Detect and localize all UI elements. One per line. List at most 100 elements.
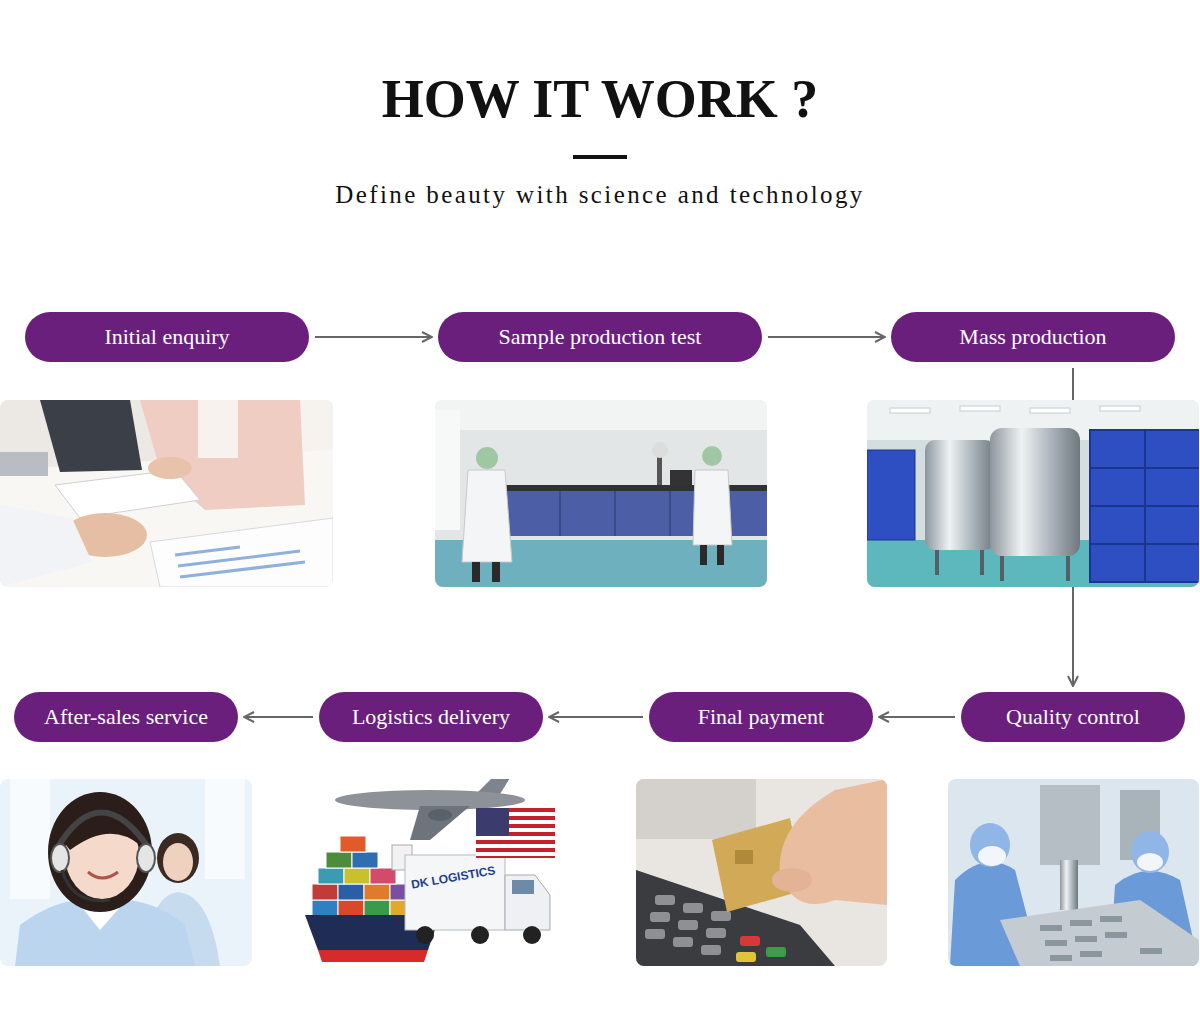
factory-photo-part-part — [1145, 544, 1199, 582]
step-pill: After-sales service — [14, 692, 238, 742]
payment-photo-part — [740, 936, 760, 946]
logistics-photo-part — [318, 950, 428, 962]
flow-arrow — [879, 716, 955, 718]
support-photo-part — [157, 833, 199, 883]
factory-photo-part-part — [980, 550, 984, 575]
support-photo-part — [51, 844, 69, 872]
payment-photo-part — [636, 779, 756, 839]
payment-photo-part — [772, 868, 812, 892]
support-photo-part — [88, 872, 118, 878]
inspection-photo-part-part — [1040, 925, 1062, 931]
payment-photo-part-part — [701, 945, 721, 955]
support-photo-part — [163, 843, 193, 881]
logistics-photo-part — [416, 926, 434, 944]
logistics-photo-part — [410, 806, 470, 840]
meeting-photo-part — [175, 547, 305, 577]
payment-photo-part-part — [645, 929, 665, 939]
factory-photo-part — [867, 400, 1199, 587]
us-flag-part — [476, 808, 509, 836]
inspection-photo-part-part — [1070, 920, 1092, 926]
lab-photo-part — [492, 562, 500, 582]
factory-photo-part-part — [1090, 430, 1145, 468]
factory-photo-part-part — [1090, 468, 1145, 506]
inspection-photo-part-part — [1075, 936, 1097, 942]
inspection-photo — [948, 779, 1199, 966]
logistics-photo-part — [505, 875, 550, 930]
factory-photo-part-part — [1145, 468, 1199, 506]
inspection-photo-part — [1131, 831, 1169, 873]
payment-photo-part — [736, 952, 756, 962]
us-flag — [476, 808, 555, 858]
factory-photo-part-part — [1090, 506, 1145, 544]
factory-photo-part — [935, 550, 1070, 581]
page-subtitle: Define beauty with science and technolog… — [0, 180, 1200, 210]
inspection-photo-part-part — [1100, 916, 1122, 922]
support-photo — [0, 779, 252, 966]
step-pill: Sample production test — [438, 312, 762, 362]
payment-photo-part-part — [650, 912, 670, 922]
step-pill: Initial enquiry — [25, 312, 309, 362]
meeting-photo-part-part — [180, 562, 305, 577]
support-photo-part — [137, 844, 155, 872]
lab-photo-part — [700, 545, 707, 565]
support-photo-part — [205, 779, 245, 879]
support-photo-part — [10, 779, 50, 899]
factory-photo-part-part — [1100, 406, 1140, 411]
lab-photo-part — [693, 470, 732, 545]
support-photo-part — [56, 813, 150, 851]
lab-photo-part — [472, 562, 480, 582]
factory-photo-part — [890, 406, 1140, 413]
factory-photo-part — [990, 428, 1080, 556]
factory-photo-part-part — [1145, 430, 1199, 468]
logistics-photo-part — [405, 855, 505, 930]
meeting-photo — [0, 400, 333, 587]
us-flag-part — [476, 808, 555, 858]
logistics-photo-part-part — [318, 868, 344, 884]
inspection-photo-part — [1060, 860, 1078, 910]
logistics-photo-part-part — [338, 884, 364, 900]
flow-arrow — [768, 336, 885, 338]
inspection-photo-part — [1137, 853, 1163, 871]
payment-photo-part-part — [706, 928, 726, 938]
inspection-photo-part-part — [1050, 955, 1072, 961]
inspection-photo-part — [948, 779, 1199, 966]
us-flag-part-part — [476, 856, 555, 858]
inspection-photo-part — [1040, 916, 1162, 961]
logistics-photo-part-part — [338, 900, 364, 916]
factory-photo-part-part — [890, 408, 930, 413]
logistics-photo-part-part — [326, 852, 352, 868]
factory-photo-part-part — [1000, 556, 1004, 581]
meeting-photo-part — [40, 400, 142, 472]
flow-arrow — [244, 716, 313, 718]
logistics-photo-part-part — [312, 900, 338, 916]
logistics-photo-part — [471, 926, 489, 944]
factory-photo-part-part — [1030, 408, 1070, 413]
inspection-photo-part — [1040, 785, 1100, 865]
payment-photo — [636, 779, 887, 966]
meeting-photo-part — [150, 518, 333, 587]
logistics-photo — [305, 779, 556, 966]
lab-photo — [435, 400, 767, 587]
inspection-photo-part-part — [1045, 940, 1067, 946]
lab-photo-part — [435, 400, 767, 430]
logistics-photo-part — [512, 880, 534, 894]
logistics-photo-part — [428, 809, 452, 821]
meeting-photo-part — [0, 505, 92, 587]
page-title: HOW IT WORK ? — [0, 66, 1200, 132]
logistics-photo-part — [305, 779, 556, 966]
inspection-photo-part-part — [1140, 948, 1162, 954]
us-flag-part-part — [476, 848, 555, 852]
factory-photo-part — [1090, 430, 1199, 582]
factory-photo-part-part — [1066, 556, 1070, 581]
factory-photo — [867, 400, 1199, 587]
payment-photo-part-part — [683, 903, 703, 913]
payment-photo-part — [645, 895, 731, 955]
logistics-photo-part — [523, 926, 541, 944]
step-label: Initial enquiry — [104, 324, 229, 350]
payment-photo-part-part — [655, 895, 675, 905]
logistics-photo-part-part — [344, 868, 370, 884]
logistics-photo-part-part — [364, 900, 390, 916]
lab-photo-part — [462, 470, 512, 562]
